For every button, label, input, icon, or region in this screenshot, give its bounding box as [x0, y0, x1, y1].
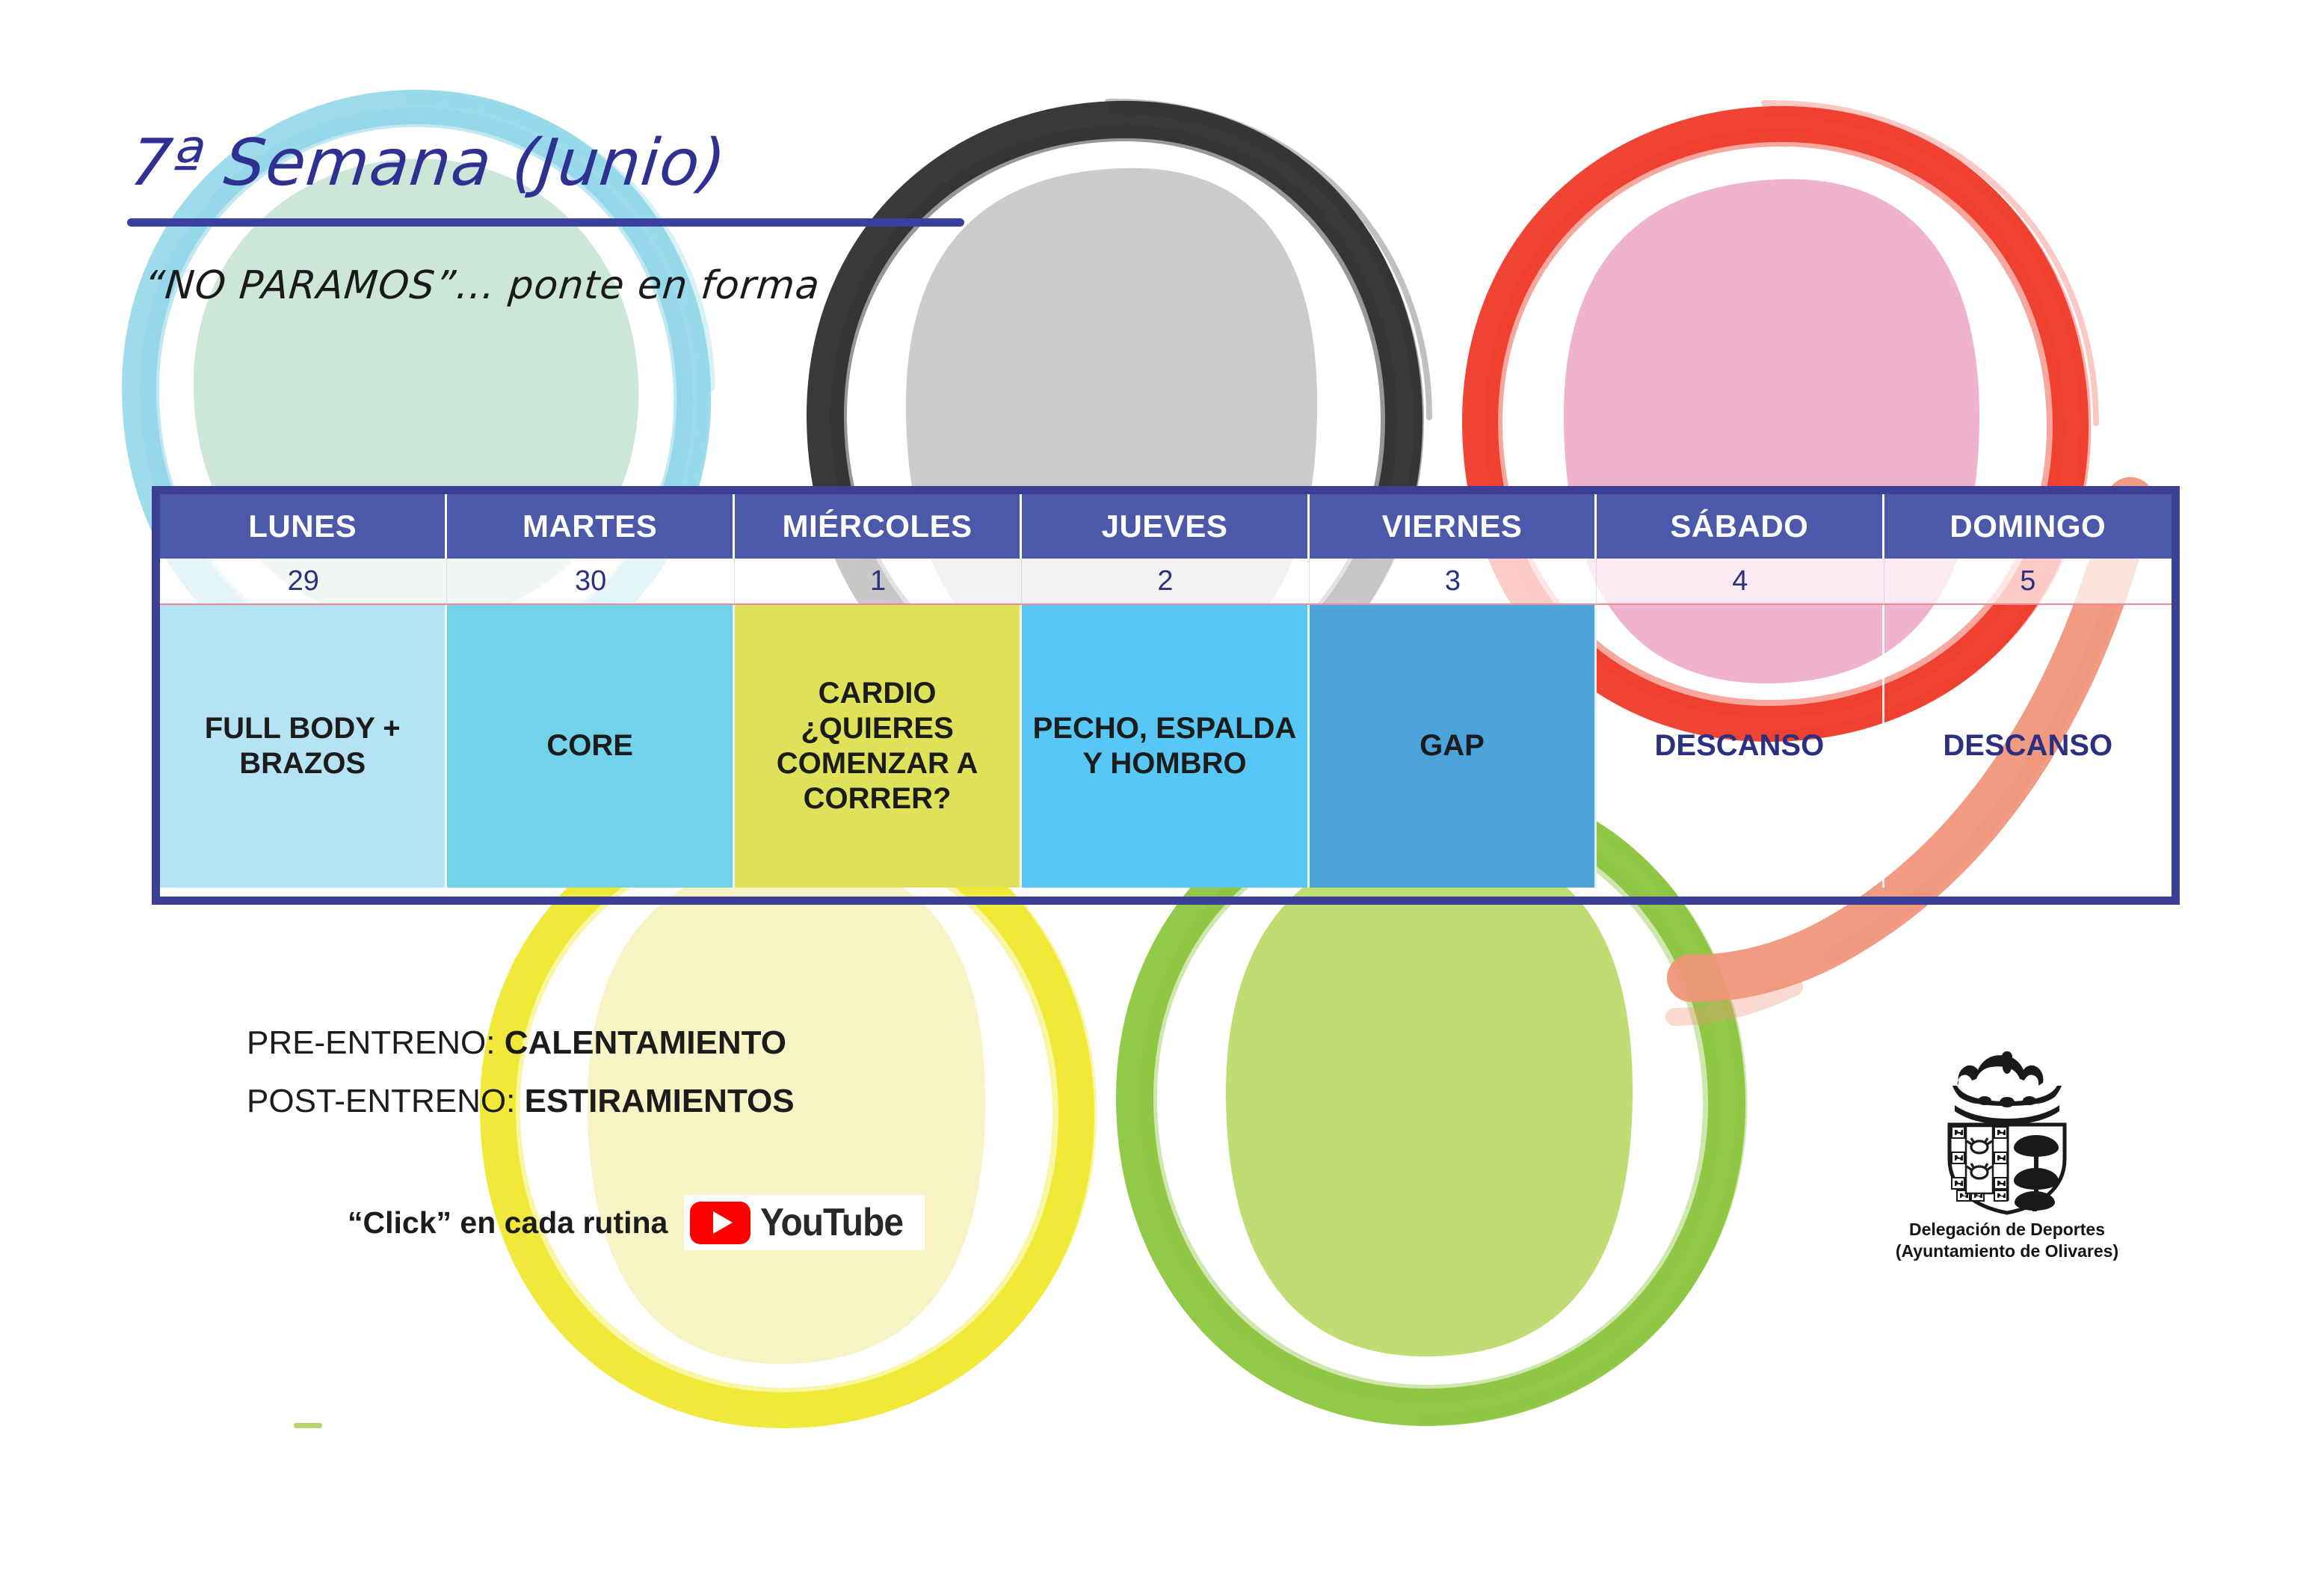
- youtube-logo[interactable]: YouTube: [684, 1195, 925, 1250]
- routine-cell-viernes[interactable]: GAP: [1309, 605, 1597, 888]
- day-header-jueves: JUEVES: [1022, 494, 1310, 559]
- routine-cell-lunes[interactable]: FULL BODY + BRAZOS: [160, 605, 448, 888]
- olivares-crest: Delegación de Deportes (Ayuntamiento de …: [1891, 1047, 2123, 1262]
- routine-cell-sabado: DESCANSO: [1597, 605, 1884, 888]
- crest-line-1: Delegación de Deportes: [1908, 1220, 2106, 1239]
- date-cell-miercoles: 1: [734, 559, 1023, 605]
- post-training-value: ESTIRAMIENTOS: [524, 1083, 795, 1119]
- post-training-note: POST-ENTRENO: ESTIRAMIENTOS: [247, 1083, 795, 1120]
- youtube-play-icon: [690, 1201, 751, 1244]
- table-date-row: 29 30 1 2 3 4 5: [160, 559, 2172, 605]
- routine-cell-jueves[interactable]: PECHO, ESPALDA Y HOMBRO: [1022, 605, 1310, 888]
- click-instruction-text: “Click” en cada rutina: [348, 1205, 668, 1240]
- routine-cell-martes[interactable]: CORE: [447, 605, 735, 888]
- routine-cell-miercoles[interactable]: CARDIO ¿QUIERES COMENZAR A CORRER?: [734, 605, 1023, 888]
- pre-training-note: PRE-ENTRENO: CALENTAMIENTO: [247, 1024, 786, 1062]
- date-cell-viernes: 3: [1309, 559, 1597, 605]
- title-underline: [127, 218, 964, 227]
- date-cell-domingo: 5: [1884, 559, 2172, 605]
- day-header-miercoles: MIÉRCOLES: [734, 494, 1023, 559]
- pre-training-value: CALENTAMIENTO: [504, 1024, 786, 1061]
- date-cell-sabado: 4: [1597, 559, 1884, 605]
- stray-brush-mark: [294, 1423, 322, 1428]
- ring-yellow: [463, 796, 1106, 1443]
- date-cell-lunes: 29: [160, 559, 448, 605]
- coat-of-arms-icon: [1947, 1051, 2067, 1215]
- routine-cell-domingo: DESCANSO: [1943, 729, 2113, 763]
- table-header-row: LUNES MARTES MIÉRCOLES JUEVES VIERNES SÁ…: [160, 494, 2172, 559]
- post-training-label: POST-ENTRENO:: [247, 1083, 516, 1119]
- day-header-domingo: DOMINGO: [1884, 494, 2172, 559]
- ring-green: [1091, 776, 1764, 1458]
- page-title: 7ª Semana (Junio): [126, 126, 730, 200]
- day-header-sabado: SÁBADO: [1597, 494, 1884, 559]
- weekly-schedule-table: LUNES MARTES MIÉRCOLES JUEVES VIERNES SÁ…: [152, 486, 2180, 905]
- pre-training-label: PRE-ENTRENO:: [247, 1024, 496, 1061]
- day-header-martes: MARTES: [447, 494, 735, 559]
- page-subtitle: “NO PARAMOS”… ponte en forma: [142, 263, 822, 308]
- crest-line-2: (Ayuntamiento de Olivares): [1895, 1240, 2119, 1261]
- date-cell-jueves: 2: [1022, 559, 1310, 605]
- date-cell-martes: 30: [447, 559, 735, 605]
- table-routine-row: FULL BODY + BRAZOS CORE CARDIO ¿QUIERES …: [160, 605, 2172, 888]
- youtube-cta[interactable]: “Click” en cada rutina YouTube: [348, 1195, 925, 1250]
- youtube-wordmark: YouTube: [760, 1201, 904, 1244]
- day-header-viernes: VIERNES: [1309, 494, 1597, 559]
- day-header-lunes: LUNES: [160, 494, 448, 559]
